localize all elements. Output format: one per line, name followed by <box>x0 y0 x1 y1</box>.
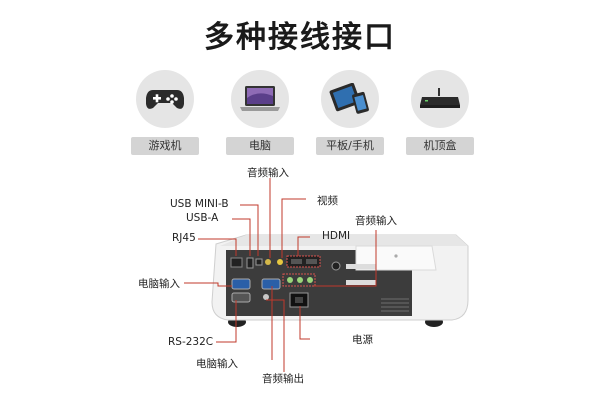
video-jack <box>277 259 283 265</box>
device-gamepad: 游戏机 <box>130 70 200 155</box>
gamepad-icon <box>136 70 194 128</box>
audio-out-jack <box>263 294 269 300</box>
label-pc-in-bottom: 电脑输入 <box>196 358 238 370</box>
label-usb-a: USB-A <box>186 212 219 224</box>
leader-lines <box>184 178 377 372</box>
device-label: 游戏机 <box>131 137 199 155</box>
label-power: 电源 <box>352 334 373 346</box>
audio-in-green-jack <box>287 277 293 283</box>
vga-in-port <box>231 278 251 290</box>
rs232c-port <box>231 292 251 303</box>
tablet-phone-icon <box>321 70 379 128</box>
device-tablet-phone: 平板/手机 <box>315 70 385 155</box>
label-usb-mini-b: USB MINI-B <box>170 198 229 210</box>
audio-in-jack <box>265 259 271 265</box>
label-hdmi: HDMI <box>322 230 351 242</box>
rj45-port <box>230 257 243 268</box>
label-video: 视频 <box>317 195 338 207</box>
device-label: 电脑 <box>226 137 294 155</box>
vga-in-port-2 <box>261 278 281 290</box>
device-laptop: 电脑 <box>225 70 295 155</box>
laptop-icon <box>231 70 289 128</box>
label-pc-in-top: 电脑输入 <box>138 278 180 290</box>
label-audio-in-right: 音频输入 <box>355 215 397 227</box>
set-top-box-icon <box>411 70 469 128</box>
vent-grill <box>381 298 409 312</box>
label-rs232c: RS-232C <box>168 336 214 348</box>
device-set-top-box: 机顶盒 <box>405 70 475 155</box>
device-label: 平板/手机 <box>316 137 384 155</box>
usb-mini-b-port <box>255 258 263 266</box>
hdmi-ports <box>286 255 321 268</box>
page-title: 多种接线接口 <box>204 20 396 55</box>
label-rj45: RJ45 <box>172 232 196 244</box>
device-label: 机顶盒 <box>406 137 474 155</box>
usb-a-port <box>246 257 254 269</box>
label-audio-in-top: 音频输入 <box>247 167 289 179</box>
label-audio-out: 音频输出 <box>262 373 304 385</box>
